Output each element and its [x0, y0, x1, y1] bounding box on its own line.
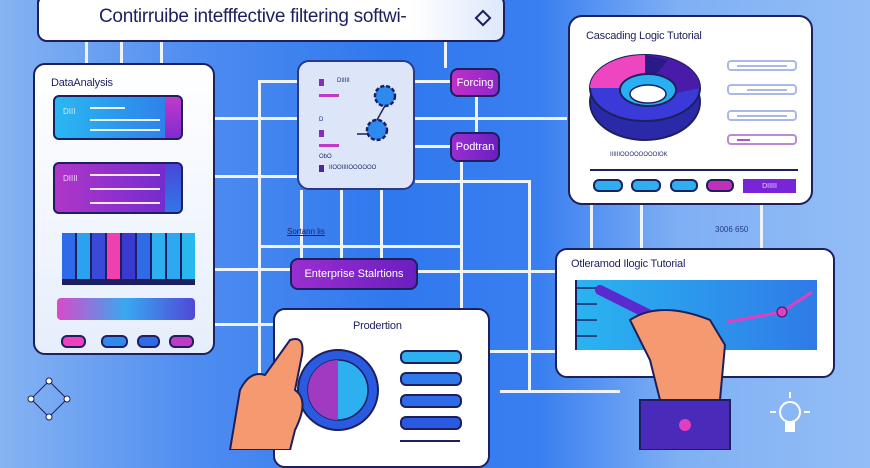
connector [258, 80, 261, 380]
input-field[interactable] [727, 84, 797, 95]
sorting-link[interactable]: Sortann lis [287, 227, 325, 236]
podtran-button[interactable]: Podtran [450, 132, 500, 162]
option-button[interactable] [670, 179, 698, 192]
forcing-button[interactable]: Forcing [450, 68, 500, 97]
pill-button[interactable] [169, 335, 194, 348]
bar [137, 233, 150, 279]
connector [590, 205, 593, 250]
header-bar: Contirruibe intefffective filtering soft… [37, 0, 505, 42]
panel-title: Otleramod Ilogic Tutorial [571, 258, 686, 270]
connector [160, 40, 163, 65]
pill-button[interactable] [61, 335, 86, 348]
advanced-panel: Otleramod Ilogic Tutorial [555, 248, 835, 378]
connector [415, 80, 450, 83]
input-field[interactable] [727, 60, 797, 71]
connector [640, 205, 643, 250]
option-button[interactable] [593, 179, 623, 192]
chart-caption: IIIIIIOOOOOOOOIOK [610, 152, 668, 158]
bar [77, 233, 90, 279]
connector [195, 268, 290, 271]
bar [122, 233, 135, 279]
bar [92, 233, 105, 279]
connector [260, 245, 460, 248]
process-card: DIIIII D ObO IIOOIIIIOOOOOO [297, 60, 415, 190]
bar [167, 233, 180, 279]
enterprise-button[interactable]: Enterprise Stalrtions [290, 258, 418, 290]
connector [500, 390, 620, 393]
lightbulb-icon [770, 392, 810, 432]
data-analysis-panel: DataAnalysis DIII DIIII [33, 63, 215, 355]
card-item: ObO [319, 154, 332, 160]
connector [258, 80, 298, 83]
panel-title: Cascading Logic Tutorial [586, 30, 702, 42]
connector [340, 190, 343, 260]
donut-chart [589, 54, 701, 141]
submit-button[interactable]: DIIIII [743, 179, 796, 193]
row-label: DIII [63, 107, 76, 116]
gear-network-icon [357, 84, 397, 142]
panel-title: DataAnalysis [51, 77, 113, 89]
card-item: IIOOIIIIOOOOOO [329, 165, 377, 171]
card-item: D [319, 117, 324, 123]
row-label: DIIII [63, 174, 78, 183]
bar-chart [62, 233, 195, 285]
bar [62, 233, 75, 279]
connector [415, 180, 530, 183]
pill-button[interactable] [101, 335, 128, 348]
connector [528, 180, 531, 390]
list-bar[interactable] [400, 350, 462, 364]
divider [590, 169, 798, 171]
network-icon [27, 377, 71, 421]
connector [460, 162, 463, 402]
connector [760, 205, 763, 250]
input-field[interactable] [727, 110, 797, 121]
connector [490, 350, 555, 353]
gradient-bar [57, 298, 195, 320]
connector [195, 323, 275, 326]
data-row[interactable]: DIIII [53, 162, 183, 214]
production-panel: Prodertion [273, 308, 490, 468]
connector [444, 40, 447, 68]
connector [415, 145, 450, 148]
diamond-icon[interactable] [474, 9, 492, 27]
input-field[interactable] [727, 134, 797, 145]
hand-pen-illustration [595, 285, 731, 450]
pill-button[interactable] [137, 335, 160, 348]
hand-illustration [228, 338, 304, 450]
option-button[interactable] [631, 179, 661, 192]
list-bar[interactable] [400, 394, 462, 408]
connector [120, 40, 123, 65]
option-button[interactable] [706, 179, 734, 192]
page-title: Contirruibe intefffective filtering soft… [99, 6, 407, 27]
data-row[interactable]: DIII [53, 95, 183, 140]
connector [300, 190, 303, 260]
panel-title: Prodertion [353, 320, 402, 332]
connector [195, 175, 297, 178]
card-item: DIIIII [337, 78, 350, 84]
bar [182, 233, 195, 279]
connector [380, 190, 383, 260]
cascading-panel: Cascading Logic Tutorial IIIIIIOOOOOOOOI… [568, 15, 813, 205]
bar [152, 233, 165, 279]
connector [418, 270, 555, 273]
pie-dial [297, 349, 379, 431]
connector [85, 40, 88, 65]
bar [107, 233, 120, 279]
list-bar[interactable] [400, 372, 462, 386]
connector [475, 97, 478, 132]
list-bar[interactable] [400, 416, 462, 430]
number-label: 3006 650 [715, 225, 749, 234]
